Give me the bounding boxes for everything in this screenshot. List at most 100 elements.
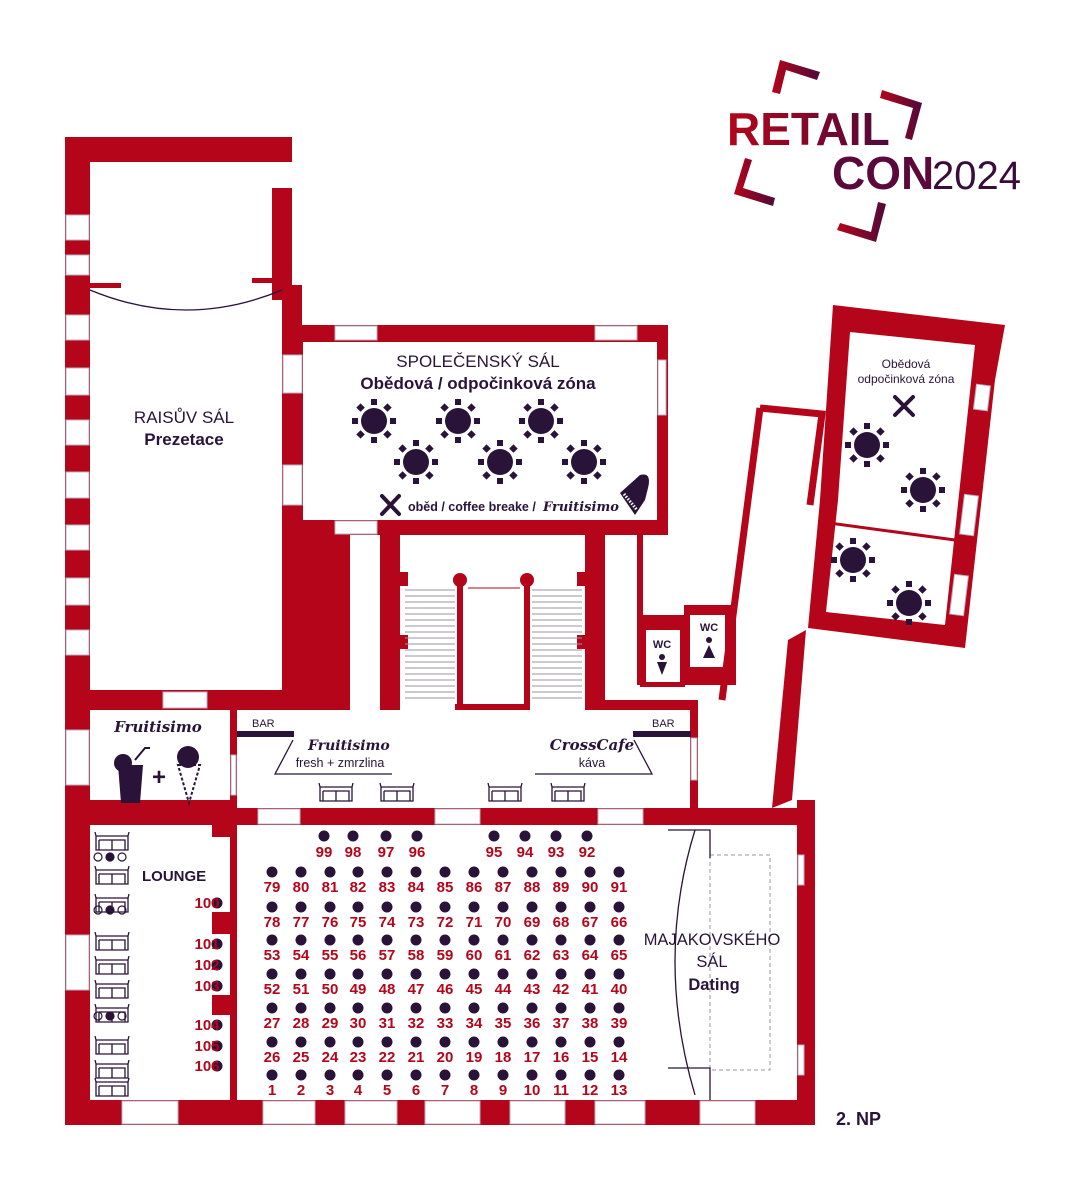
seat-dot[interactable] (526, 1069, 538, 1081)
seat-dot[interactable] (324, 901, 336, 913)
seat-dot[interactable] (584, 866, 596, 878)
seat[interactable]: 67 (582, 901, 599, 932)
seat[interactable]: 48 (379, 968, 396, 999)
seat[interactable]: 12 (582, 1069, 599, 1100)
seat[interactable]: 8 (468, 1069, 480, 1100)
seat[interactable]: 31 (379, 1002, 396, 1033)
seat[interactable]: 72 (437, 901, 454, 932)
seat-dot[interactable] (497, 1002, 509, 1014)
seat-dot[interactable] (352, 968, 364, 980)
seat[interactable]: 78 (264, 901, 281, 932)
seat[interactable]: 100 (194, 895, 223, 912)
seat-dot[interactable] (468, 1002, 480, 1014)
seat[interactable]: 93 (548, 830, 565, 862)
seat-dot[interactable] (526, 866, 538, 878)
seat-dot[interactable] (613, 1002, 625, 1014)
seat[interactable]: 21 (408, 1036, 425, 1067)
seat-dot[interactable] (381, 901, 393, 913)
seat[interactable]: 56 (350, 934, 367, 965)
seat-dot[interactable] (613, 934, 625, 946)
seat[interactable]: 90 (582, 866, 599, 897)
seat-dot[interactable] (381, 968, 393, 980)
seat-dot[interactable] (613, 1069, 625, 1081)
seat[interactable]: 68 (553, 901, 570, 932)
seat[interactable]: 88 (524, 866, 541, 897)
seat[interactable]: 18 (495, 1036, 512, 1067)
seat[interactable]: 62 (524, 934, 541, 965)
seat-dot[interactable] (555, 1069, 567, 1081)
seat[interactable]: 95 (486, 830, 503, 862)
seat[interactable]: 7 (439, 1069, 451, 1100)
seat-dot[interactable] (410, 901, 422, 913)
seat-dot[interactable] (613, 901, 625, 913)
seat[interactable]: 5 (381, 1069, 393, 1100)
seat-dot[interactable] (324, 1036, 336, 1048)
seat-dot[interactable] (352, 1069, 364, 1081)
seat[interactable]: 30 (350, 1002, 367, 1033)
seat[interactable]: 46 (437, 968, 454, 999)
seat[interactable]: 65 (611, 934, 628, 965)
seat[interactable]: 28 (293, 1002, 310, 1033)
seat-dot[interactable] (584, 968, 596, 980)
seat[interactable]: 15 (582, 1036, 599, 1067)
seat[interactable]: 71 (466, 901, 483, 932)
seat-dot[interactable] (439, 1069, 451, 1081)
seat-dot[interactable] (324, 1069, 336, 1081)
seat[interactable]: 96 (409, 830, 426, 862)
seat-dot[interactable] (555, 934, 567, 946)
seat[interactable]: 75 (350, 901, 367, 932)
seat-dot[interactable] (295, 1002, 307, 1014)
seat[interactable]: 91 (611, 866, 628, 897)
seat-dot[interactable] (581, 830, 593, 842)
seat-dot[interactable] (439, 901, 451, 913)
seat[interactable]: 59 (437, 934, 454, 965)
seat-dot[interactable] (519, 830, 531, 842)
seat[interactable]: 89 (553, 866, 570, 897)
seat-dot[interactable] (295, 934, 307, 946)
seat-dot[interactable] (295, 1069, 307, 1081)
seat[interactable]: 74 (379, 901, 396, 932)
seat[interactable]: 80 (293, 866, 310, 897)
seat-dot[interactable] (211, 897, 223, 909)
seat-dot[interactable] (526, 968, 538, 980)
seat[interactable]: 76 (322, 901, 339, 932)
seat-dot[interactable] (613, 1036, 625, 1048)
seat-dot[interactable] (439, 866, 451, 878)
seat[interactable]: 3 (324, 1069, 336, 1100)
seat[interactable]: 4 (352, 1069, 364, 1100)
seat-dot[interactable] (411, 830, 423, 842)
seat-dot[interactable] (555, 901, 567, 913)
seat[interactable]: 39 (611, 1002, 628, 1033)
seat-dot[interactable] (497, 934, 509, 946)
seat[interactable]: 13 (611, 1069, 628, 1100)
seat[interactable]: 17 (524, 1036, 541, 1067)
seat-dot[interactable] (295, 1036, 307, 1048)
seat[interactable]: 106 (194, 1058, 223, 1075)
seat[interactable]: 49 (350, 968, 367, 999)
seat-dot[interactable] (468, 1069, 480, 1081)
seat-dot[interactable] (352, 866, 364, 878)
seat[interactable]: 104 (194, 1017, 223, 1034)
seat[interactable]: 45 (466, 968, 483, 999)
seat[interactable]: 2 (295, 1069, 307, 1100)
seat[interactable]: 81 (322, 866, 339, 897)
seat[interactable]: 58 (408, 934, 425, 965)
seat[interactable]: 34 (466, 1002, 483, 1033)
seat[interactable]: 69 (524, 901, 541, 932)
seat-dot[interactable] (381, 934, 393, 946)
seat[interactable]: 9 (497, 1069, 509, 1100)
seat[interactable]: 40 (611, 968, 628, 999)
seat[interactable]: 42 (553, 968, 570, 999)
seat-dot[interactable] (584, 1069, 596, 1081)
seat-dot[interactable] (468, 968, 480, 980)
seat-dot[interactable] (550, 830, 562, 842)
seat[interactable]: 86 (466, 866, 483, 897)
seat[interactable]: 82 (350, 866, 367, 897)
seat-dot[interactable] (266, 1036, 278, 1048)
seat[interactable]: 79 (264, 866, 281, 897)
seat-dot[interactable] (295, 901, 307, 913)
seat[interactable]: 16 (553, 1036, 570, 1067)
seat-dot[interactable] (410, 1036, 422, 1048)
seat-dot[interactable] (324, 866, 336, 878)
seat[interactable]: 61 (495, 934, 512, 965)
